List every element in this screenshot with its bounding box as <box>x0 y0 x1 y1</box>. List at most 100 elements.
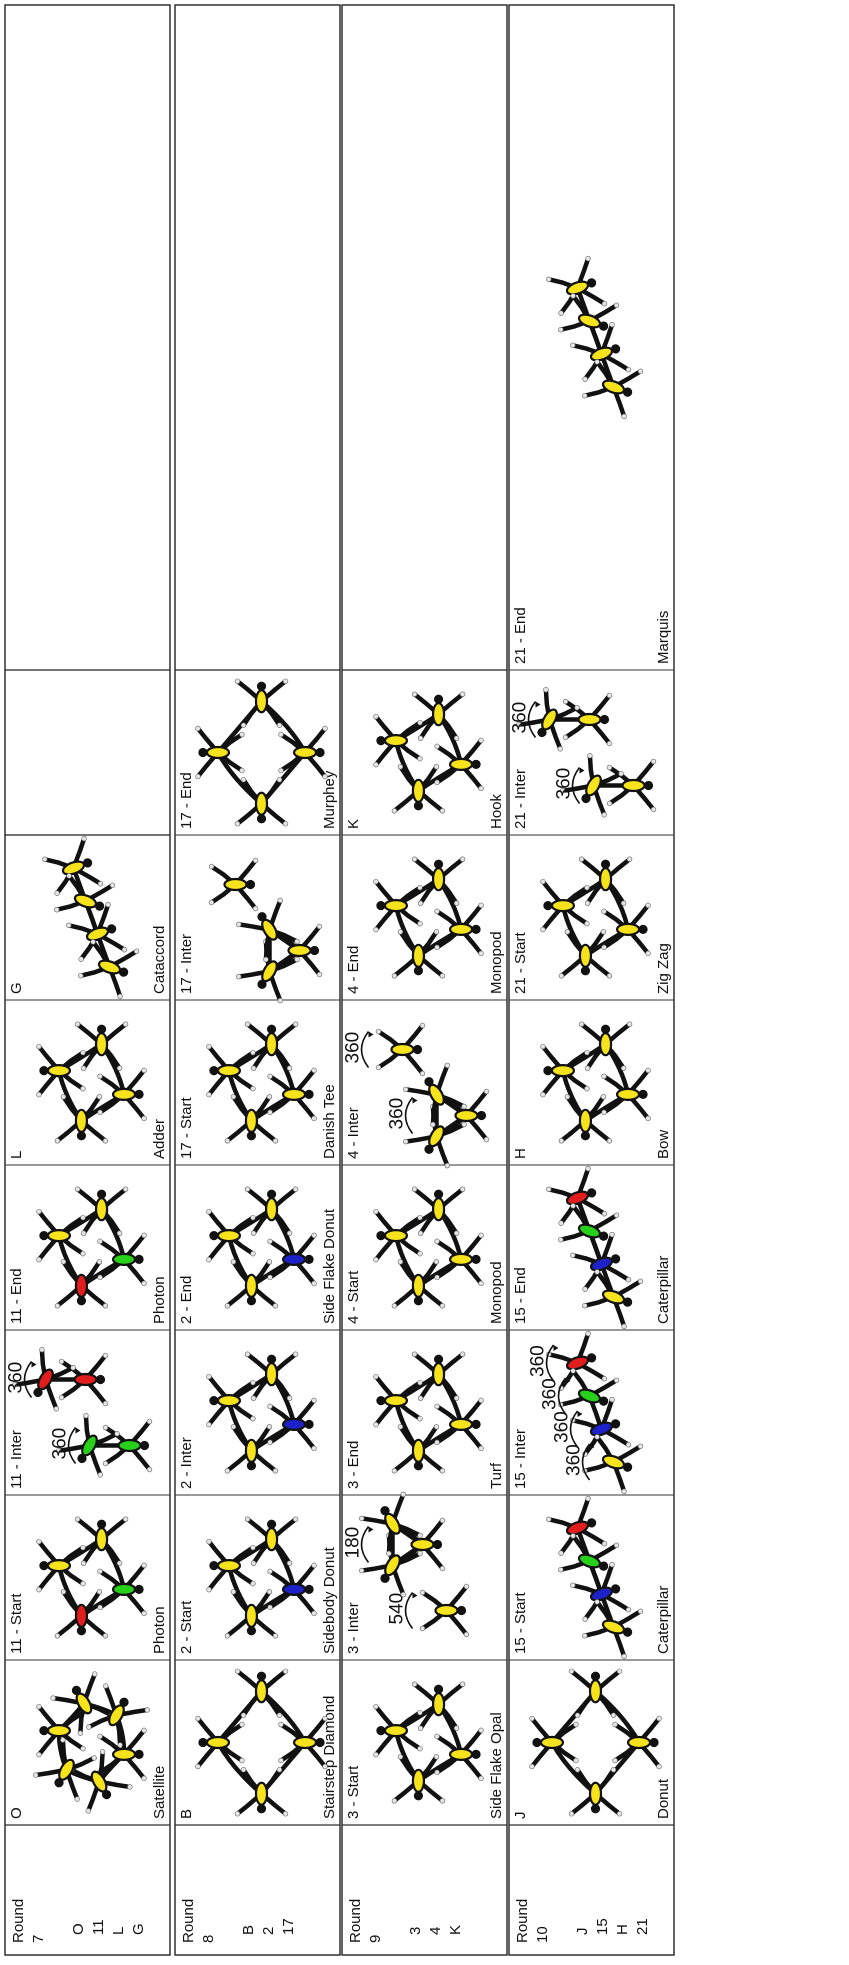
foot <box>479 1233 484 1238</box>
head <box>434 1190 443 1199</box>
foot <box>323 1716 328 1721</box>
foot <box>611 1767 616 1772</box>
foot <box>460 1187 465 1192</box>
foot <box>37 1044 42 1049</box>
body <box>433 1198 444 1220</box>
body <box>433 1363 444 1385</box>
head <box>376 736 385 745</box>
formation-label: 11 - Start <box>8 1593 25 1654</box>
skydiver <box>541 879 590 932</box>
rotation-marker: 360 <box>6 1362 37 1398</box>
rotation-degrees: 360 <box>343 1032 364 1064</box>
skydiver <box>392 764 445 813</box>
foot <box>418 885 423 890</box>
foot <box>607 741 612 746</box>
head <box>601 860 610 869</box>
foot <box>440 1798 445 1803</box>
foot <box>479 1776 484 1781</box>
head <box>97 1190 106 1199</box>
foot <box>646 1068 651 1073</box>
head <box>77 1296 86 1305</box>
foot <box>398 1259 403 1264</box>
foot <box>196 1764 201 1769</box>
round-header-line: Round <box>514 1899 531 1943</box>
skydiver <box>420 1584 469 1637</box>
skydiver <box>392 1424 445 1473</box>
round-strip: Round934K <box>342 5 507 1955</box>
formation-cell: 11 - StartPhoton <box>8 1517 168 1654</box>
foot <box>142 1281 147 1286</box>
formation-name: Danish Tee <box>321 1084 338 1159</box>
foot <box>268 1275 273 1280</box>
head <box>39 1231 48 1240</box>
round-header-line: K <box>447 1925 464 1935</box>
formation-label: 2 - Start <box>178 1600 195 1654</box>
foot <box>142 1611 147 1616</box>
foot <box>479 786 484 791</box>
rotation-degrees: 360 <box>552 1411 573 1443</box>
round-strip: Round8B217 <box>175 5 340 1955</box>
foot <box>225 1633 230 1638</box>
skydiver <box>580 1593 644 1659</box>
arrow-head <box>413 1098 418 1104</box>
body <box>96 1198 107 1220</box>
skydiver <box>207 1209 256 1262</box>
rotation-degrees: 360 <box>554 768 575 800</box>
foot <box>231 1589 236 1594</box>
formation-label: 4 - Inter <box>345 1107 362 1159</box>
head <box>376 1396 385 1405</box>
foot <box>563 699 568 704</box>
foot <box>268 1605 273 1610</box>
head <box>134 1585 143 1594</box>
foot <box>607 693 612 698</box>
head <box>267 1520 276 1529</box>
foot <box>251 1545 256 1550</box>
body <box>76 1605 87 1627</box>
formation-cell: JDonut <box>512 1669 672 1819</box>
foot <box>117 1561 122 1566</box>
foot <box>418 901 423 906</box>
round-header-line: 7 <box>30 1935 47 1943</box>
foot <box>464 1632 469 1637</box>
foot <box>251 1086 256 1091</box>
body <box>48 1065 70 1076</box>
strip-border <box>342 5 507 1955</box>
skydiver <box>392 1259 445 1308</box>
body <box>600 868 611 890</box>
foot <box>376 1065 381 1070</box>
foot <box>454 1396 459 1401</box>
foot <box>251 1215 256 1220</box>
formation-cell: 3 - EndTurf <box>345 1352 505 1489</box>
foot <box>418 1710 423 1715</box>
skydiver <box>225 1424 278 1473</box>
foot <box>241 1713 246 1718</box>
foot <box>530 1764 535 1769</box>
foot <box>81 1545 86 1550</box>
skydiver <box>196 1716 245 1769</box>
foot <box>55 1633 60 1638</box>
skydiver <box>568 1232 632 1298</box>
foot <box>613 1758 618 1763</box>
foot <box>312 1446 317 1451</box>
formation-name: Turf <box>488 1462 505 1489</box>
head <box>267 1025 276 1034</box>
skydiver <box>207 1044 256 1097</box>
foot <box>435 945 440 950</box>
foot <box>287 1396 292 1401</box>
foot <box>627 1022 632 1027</box>
foot <box>98 1605 103 1610</box>
head <box>267 1190 276 1199</box>
foot <box>268 1110 273 1115</box>
body <box>207 747 229 758</box>
foot <box>479 951 484 956</box>
skydiver <box>435 1728 484 1781</box>
foot <box>293 1022 298 1027</box>
round-header-line: Round <box>180 1899 197 1943</box>
foot <box>435 780 440 785</box>
foot <box>103 1138 108 1143</box>
foot <box>312 1563 317 1568</box>
skydiver <box>98 1563 147 1616</box>
skydiver <box>32 1734 102 1803</box>
foot <box>454 1726 459 1731</box>
